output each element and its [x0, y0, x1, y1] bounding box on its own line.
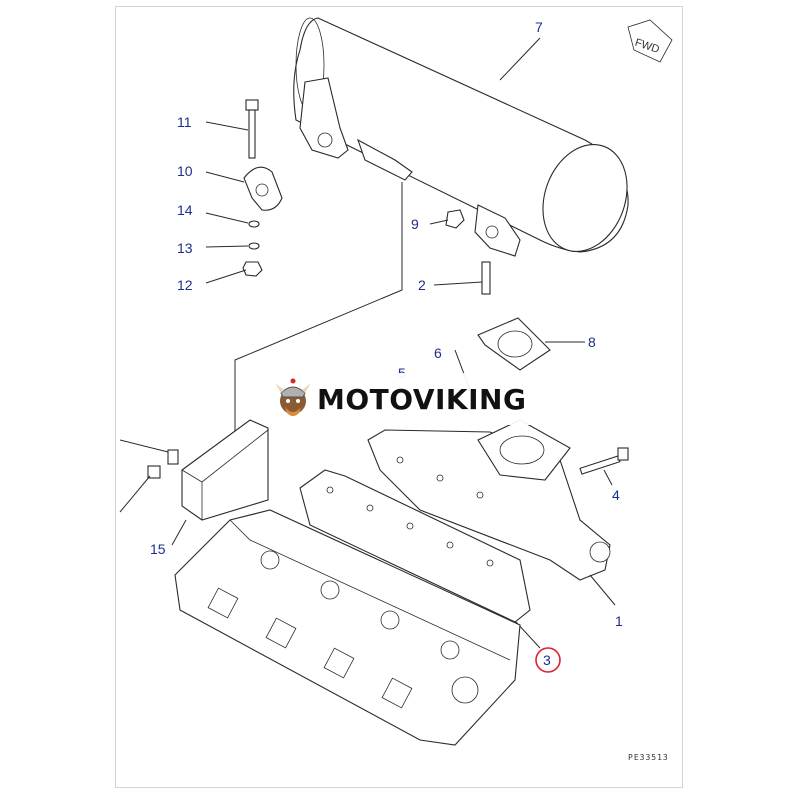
callout-11: 11 [177, 114, 192, 130]
callout-4: 4 [612, 487, 620, 503]
leader-7 [499, 37, 541, 81]
callout-3: 3 [543, 652, 551, 668]
callout-10: 10 [177, 163, 193, 179]
fwd-direction-marker: FWD [627, 19, 673, 63]
leader-14 [205, 212, 249, 224]
fwd-label: FWD [633, 37, 661, 56]
gasket-part-8 [477, 317, 551, 371]
drawing-code: PE33513 [628, 753, 669, 762]
callout-12: 12 [177, 277, 193, 293]
leader-11 [205, 121, 249, 131]
leader-12 [205, 269, 247, 284]
callout-2: 2 [418, 277, 426, 293]
bolt-part-4 [579, 447, 629, 475]
leader-4 [603, 469, 613, 486]
leader-15 [171, 519, 187, 546]
callout-9: 9 [411, 216, 419, 232]
leader-15b [119, 475, 151, 513]
leader-1 [589, 574, 616, 606]
washer-part-14 [248, 220, 260, 228]
callout-15: 15 [150, 541, 166, 557]
watermark: MOTOVIKING [265, 373, 535, 425]
leader-10 [205, 171, 245, 183]
leader-13 [205, 245, 249, 248]
callout-3-highlighted: 3 [535, 647, 561, 673]
callout-1: 1 [615, 613, 623, 629]
highlight-ring [535, 647, 561, 673]
connector-line [234, 182, 403, 440]
leader-5b [119, 439, 169, 453]
viking-mascot-icon [275, 378, 311, 416]
callout-7: 7 [535, 19, 543, 35]
cylinder-head [174, 509, 521, 746]
leader-9 [429, 219, 449, 225]
exhaust-manifold-part-1 [367, 419, 611, 581]
bracket-part-15 [147, 419, 269, 521]
callout-14: 14 [177, 202, 193, 218]
nut-part-12 [242, 261, 263, 277]
muffler-part-7 [293, 17, 629, 257]
callout-13: 13 [177, 240, 193, 256]
watermark-text: MOTOVIKING [317, 382, 527, 416]
callout-6: 6 [434, 345, 442, 361]
stud-part-2 [481, 261, 491, 295]
clamp-part-10 [243, 166, 283, 211]
washer-part-13 [248, 242, 260, 250]
nut-part-9 [445, 209, 465, 229]
manifold-gasket-part-3 [299, 469, 531, 623]
callout-8: 8 [588, 334, 596, 350]
bolt-part-11 [245, 99, 259, 159]
leader-2 [433, 281, 483, 286]
